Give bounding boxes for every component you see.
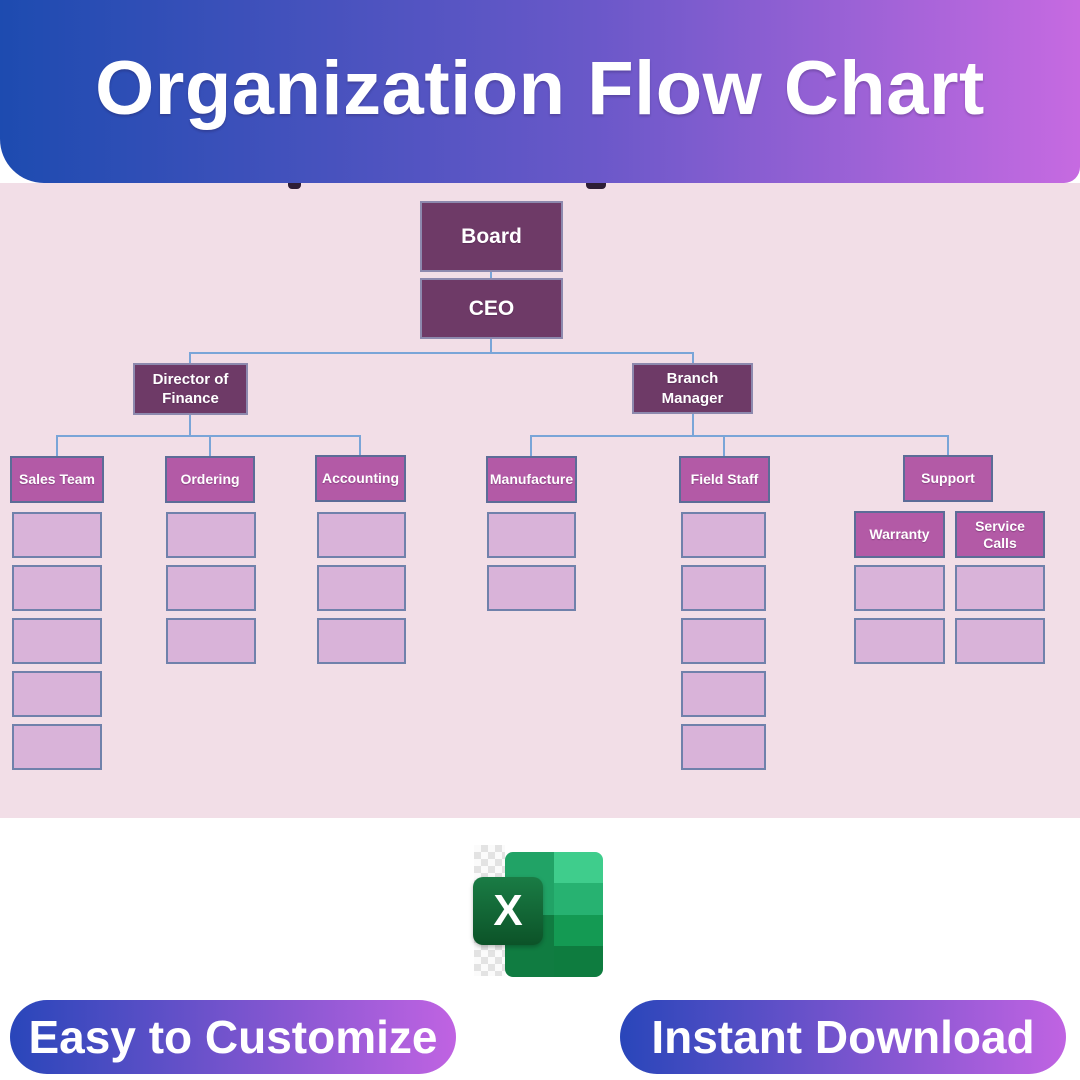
placeholder-box [317,618,406,664]
connector-line [189,352,694,354]
node-label: Director of Finance [152,370,229,408]
connector-line [530,435,949,437]
page-title: Organization Flow Chart [95,46,985,131]
node-sales-team: Sales Team [10,456,104,503]
connector-line [56,435,58,457]
connector-line [490,272,492,279]
badge-easy-to-customize[interactable]: Easy to Customize [10,1000,456,1074]
placeholder-box [317,565,406,611]
hidden-text-remnant [288,183,301,189]
node-field-staff: Field Staff [679,456,770,503]
excel-logo: X [473,844,633,977]
placeholder-box [955,618,1045,664]
placeholder-box [166,618,256,664]
top-banner: Organization Flow Chart [0,0,1080,183]
node-label: Sales Team [18,471,95,488]
placeholder-box [12,671,102,717]
node-accounting: Accounting [315,455,406,502]
placeholder-box [955,565,1045,611]
badge-label: Easy to Customize [28,1011,438,1063]
node-label: Branch Manager [661,370,724,407]
badge-label: Instant Download [651,1011,1035,1063]
node-label: CEO [468,296,515,320]
node-board: Board [420,201,563,272]
connector-line [692,413,694,437]
excel-x-letter: X [493,886,523,935]
placeholder-box [487,565,576,611]
placeholder-box [681,512,766,558]
placeholder-box [681,565,766,611]
node-support: Support [903,455,993,502]
node-branch-manager: Branch Manager [632,363,753,414]
connector-line [189,352,191,364]
connector-line [692,352,694,364]
placeholder-box [12,724,102,770]
node-label: Warranty [869,526,930,543]
connector-line [947,435,949,456]
placeholder-box [854,565,945,611]
connector-line [723,435,725,457]
connector-line [189,414,191,436]
node-service-calls: Service Calls [955,511,1045,558]
placeholder-box [12,512,102,558]
connector-line [209,435,211,457]
placeholder-box [317,512,406,558]
placeholder-box [681,618,766,664]
node-ordering: Ordering [165,456,255,503]
node-ceo: CEO [420,278,563,339]
node-label: Manufacture [489,471,574,488]
node-director-of-finance: Director of Finance [133,363,248,415]
placeholder-box [12,565,102,611]
excel-sheet-icon [505,852,603,977]
placeholder-box [487,512,576,558]
node-label: Field Staff [690,471,759,488]
node-label: Support [921,470,975,487]
connector-line [359,435,361,456]
placeholder-box [12,618,102,664]
node-label: Service Calls [975,517,1025,551]
badge-instant-download[interactable]: Instant Download [620,1000,1066,1074]
placeholder-box [681,671,766,717]
node-warranty: Warranty [854,511,945,558]
excel-x-badge: X [473,877,543,945]
placeholder-box [681,724,766,770]
hidden-text-remnant [586,183,606,189]
connector-line [490,339,492,353]
node-label: Ordering [180,471,240,488]
node-label: Accounting [322,470,399,487]
placeholder-box [854,618,945,664]
placeholder-box [166,512,256,558]
node-label: Board [461,224,522,248]
placeholder-box [166,565,256,611]
connector-line [530,435,532,457]
node-manufacture: Manufacture [486,456,577,503]
connector-line [56,435,361,437]
